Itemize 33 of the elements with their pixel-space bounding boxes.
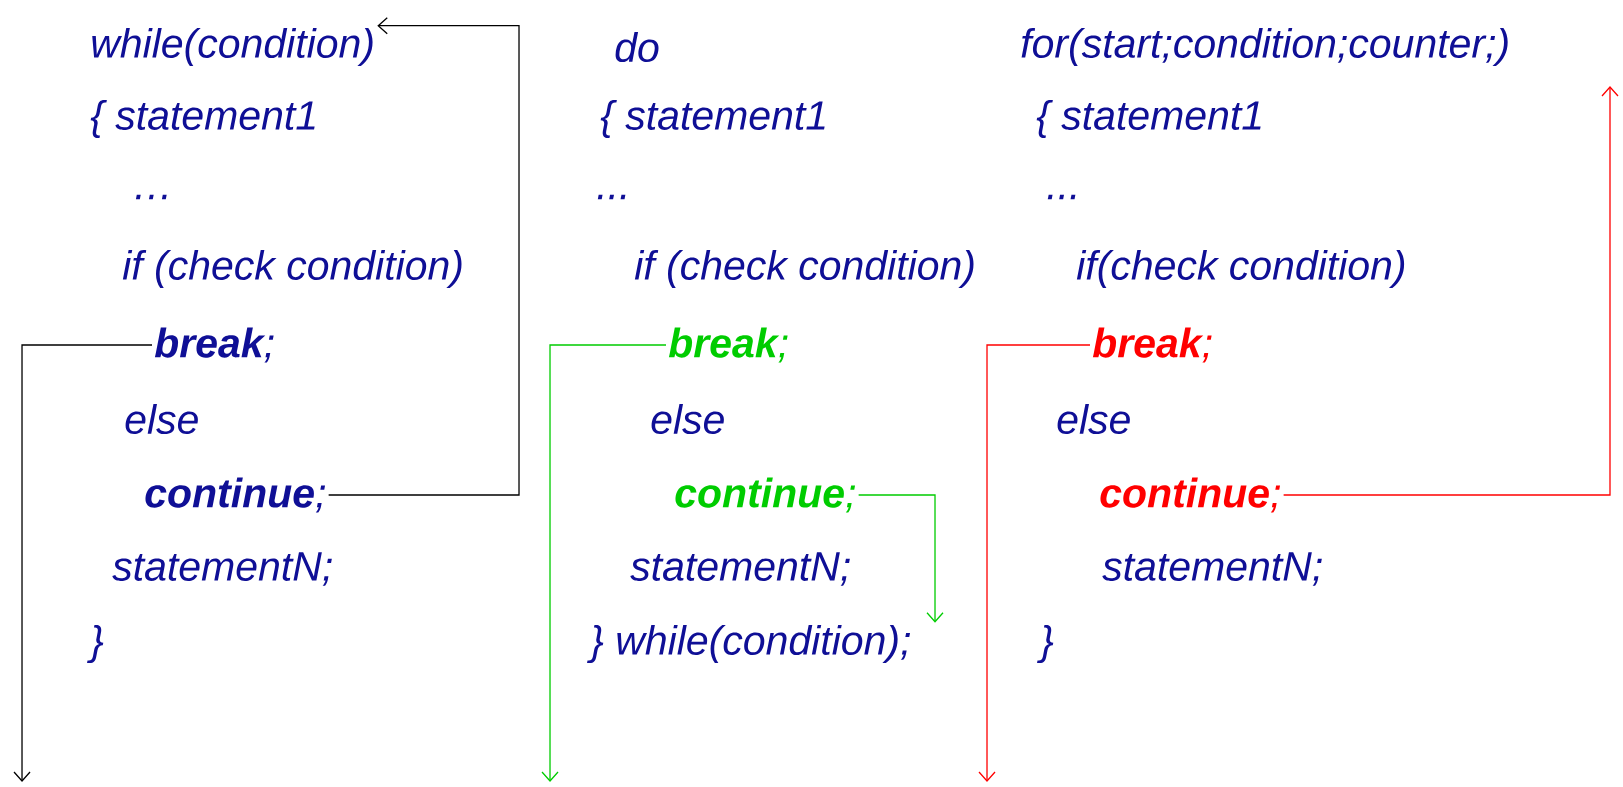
code-line: { statement1: [1036, 99, 1261, 139]
code-line: statementN;: [630, 552, 850, 586]
code-line: while(condition): [92, 27, 373, 67]
code-line: if(check condition): [1076, 249, 1405, 289]
code-line: else: [125, 403, 198, 435]
code-line: ...: [597, 194, 626, 200]
arrow: [541, 344, 667, 782]
code-line: break;: [668, 327, 788, 363]
code-line: do: [615, 31, 659, 63]
code-line: }: [1037, 624, 1054, 664]
arrow: [1282, 86, 1619, 496]
code-line: continue;: [1100, 477, 1281, 513]
code-line: break;: [1092, 327, 1212, 363]
arrow: [328, 17, 520, 496]
code-line: if (check condition): [634, 249, 974, 289]
code-line: if (check condition): [122, 249, 462, 289]
code-line: } while(condition);: [587, 624, 911, 664]
code-line: …: [135, 194, 167, 200]
code-line: continue;: [145, 477, 326, 513]
code-line: { statement1: [90, 99, 315, 139]
code-line: statementN;: [1102, 552, 1322, 586]
code-line: break;: [154, 327, 274, 363]
code-line: else: [1057, 403, 1130, 435]
code-line: continue;: [675, 477, 856, 513]
code-line: statementN;: [112, 552, 332, 586]
arrow: [858, 494, 944, 623]
arrow: [978, 344, 1091, 782]
code-line: ...: [1047, 194, 1076, 200]
arrow: [13, 344, 153, 782]
code-line: }: [87, 624, 104, 664]
code-line: else: [651, 403, 724, 435]
code-line: for(start;condition;counter;): [1021, 27, 1508, 67]
code-line: { statement1: [600, 99, 825, 139]
